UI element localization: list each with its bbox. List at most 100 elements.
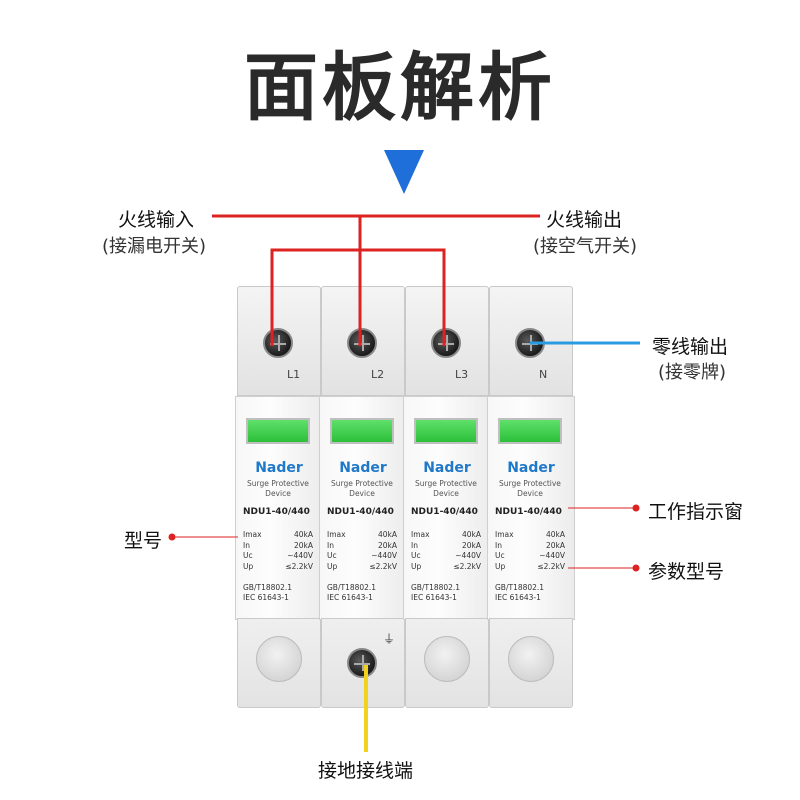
spec-value: 40kA: [377, 530, 397, 539]
page-title: 面板解析: [244, 45, 556, 131]
fire-out-label: 火线输出: [546, 209, 623, 231]
spec-value: 20kA: [377, 540, 397, 550]
spec-key: Uc: [327, 551, 337, 560]
spec-row: In 20kA: [495, 541, 565, 552]
terminal-label: L1: [287, 368, 301, 381]
neutral-out-label: 零线输出: [652, 336, 729, 358]
indicator-window: [498, 418, 562, 444]
spec-value: ≤2.2kV: [369, 561, 397, 571]
spec-key: In: [495, 540, 502, 550]
indicator-window: [414, 418, 478, 444]
ground-symbol-icon: ⏚: [383, 632, 396, 646]
spec-row: Up ≤2.2kV: [243, 562, 313, 573]
spec-table: Imax 40kA In 20kA Uc ~440V Up ≤2.2kV: [327, 530, 397, 572]
device-desc: Device: [433, 489, 459, 498]
standard-text: IEC 61643-1: [243, 593, 289, 602]
spec-key: Up: [243, 561, 254, 571]
brand-logo: Nader: [507, 460, 555, 476]
spec-value: ≤2.2kV: [285, 561, 313, 571]
spec-value: 20kA: [293, 540, 313, 550]
spec-value: 20kA: [461, 540, 481, 550]
terminal-label: N: [539, 368, 548, 381]
spec-value: 40kA: [545, 530, 565, 539]
spec-value: ≤2.2kV: [537, 561, 565, 571]
spec-key: Uc: [243, 551, 253, 560]
spec-value: ~440V: [371, 551, 397, 560]
spec-key: In: [243, 540, 250, 550]
spec-value: 40kA: [293, 530, 313, 539]
terminal-label: L3: [455, 368, 469, 381]
brand-logo: Nader: [339, 460, 387, 476]
fire-in-sublabel: (接漏电开关): [102, 236, 207, 257]
spec-key: Imax: [411, 530, 430, 539]
window-pointer-dot: [632, 504, 640, 512]
spec-key: Uc: [495, 551, 505, 560]
terminal-screw-icon[interactable]: [431, 328, 461, 358]
spec-key: Imax: [243, 530, 262, 539]
window-label: 工作指示窗: [648, 501, 744, 523]
fire-out-sublabel: (接空气开关): [533, 236, 638, 257]
terminal-screw-icon[interactable]: [263, 328, 293, 358]
spec-value: ~440V: [455, 551, 481, 560]
spec-row: In 20kA: [243, 541, 313, 552]
spec-row: In 20kA: [327, 541, 397, 552]
terminal-screw-icon[interactable]: [347, 328, 377, 358]
spec-row: Uc ~440V: [495, 551, 565, 562]
terminal-label: L2: [371, 368, 385, 381]
release-knob[interactable]: [424, 636, 470, 682]
spec-key: Imax: [327, 530, 346, 539]
standard-text: IEC 61643-1: [327, 593, 373, 602]
spec-row: Imax 40kA: [327, 530, 397, 541]
spec-table: Imax 40kA In 20kA Uc ~440V Up ≤2.2kV: [243, 530, 313, 572]
spec-row: Imax 40kA: [495, 530, 565, 541]
ground-terminal-screw-icon[interactable]: [347, 648, 377, 678]
spec-key: Up: [495, 561, 506, 571]
spec-value: 20kA: [545, 540, 565, 550]
model-number: NDU1-40/440: [243, 507, 310, 517]
spec-key: In: [327, 540, 334, 550]
spec-value: ~440V: [287, 551, 313, 560]
standard-text: GB/T18802.1: [243, 583, 293, 592]
standard-text: GB/T18802.1: [411, 583, 461, 592]
standard-text: IEC 61643-1: [495, 593, 541, 602]
fire-in-label: 火线输入: [118, 209, 195, 231]
release-knob[interactable]: [508, 636, 554, 682]
indicator-window: [330, 418, 394, 444]
release-knob[interactable]: [256, 636, 302, 682]
model-label: 型号: [124, 530, 163, 552]
spec-key: Uc: [411, 551, 421, 560]
model-number: NDU1-40/440: [411, 507, 478, 517]
neutral-out-sublabel: (接零牌): [658, 362, 727, 383]
spec-row: Uc ~440V: [243, 551, 313, 562]
spec-key: Up: [327, 561, 338, 571]
standard-text: GB/T18802.1: [327, 583, 377, 592]
device-desc: Device: [517, 489, 543, 498]
device-desc: Surge Protective: [499, 479, 561, 488]
ground-label: 接地接线端: [318, 760, 414, 782]
down-arrow-icon: [384, 150, 424, 194]
device-desc: Device: [265, 489, 291, 498]
model-number: NDU1-40/440: [327, 507, 394, 517]
params-label: 参数型号: [648, 561, 725, 583]
standard-text: GB/T18802.1: [495, 583, 545, 592]
spec-row: Up≤2.2kV: [411, 562, 481, 573]
spec-row: Uc ~440V: [411, 551, 481, 562]
spec-key: In: [411, 540, 418, 550]
standard-text: IEC 61643-1: [411, 593, 457, 602]
spec-table: Imax 40kA In 20kA Uc ~440V Up ≤2.2kV: [495, 530, 565, 572]
phase-bridge-line: [270, 248, 446, 346]
spec-key: Imax: [495, 530, 514, 539]
brand-logo: Nader: [423, 460, 471, 476]
model-pointer-dot: [168, 533, 176, 541]
spec-table: Imax 40kA In 20kA Uc ~440V Up≤2.2kV: [411, 530, 481, 572]
spec-value: 40kA: [461, 530, 481, 539]
model-number: NDU1-40/440: [495, 507, 562, 517]
spec-value: ≤2.2kV: [453, 561, 481, 571]
device-desc: Device: [349, 489, 375, 498]
device-desc: Surge Protective: [247, 479, 309, 488]
spec-row: Up ≤2.2kV: [495, 562, 565, 573]
device-desc: Surge Protective: [415, 479, 477, 488]
spec-value: ~440V: [539, 551, 565, 560]
brand-logo: Nader: [255, 460, 303, 476]
